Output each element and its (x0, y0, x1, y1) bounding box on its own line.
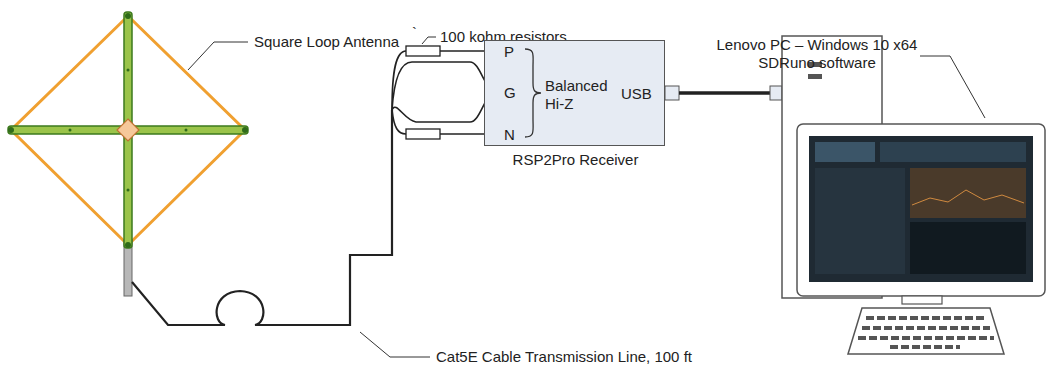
receiver-box: PGNBalanced Hi-ZUSBRSP2Pro Receiver (484, 40, 665, 146)
antenna-hub (117, 119, 139, 141)
leader-line (422, 37, 436, 44)
drive-slot (808, 74, 822, 79)
callout-label: ` (412, 24, 417, 42)
pin-label: Balanced Hi-Z (545, 77, 611, 113)
callout-label: Lenovo PC – Windows 10 x64 SDRuno softwa… (714, 36, 920, 72)
spreader-dots (8, 13, 248, 248)
resistor-symbol (406, 129, 440, 139)
spectrum-trace (912, 190, 1024, 205)
screen-panel (880, 142, 1026, 162)
cable-pairs (392, 51, 494, 134)
cat5e-cable (132, 110, 392, 325)
leader-line (920, 56, 985, 118)
leader-line (188, 42, 248, 70)
screen (809, 136, 1033, 282)
pin-label: N (504, 126, 515, 144)
leader-line (360, 332, 430, 357)
pin-label: G (504, 84, 516, 102)
screen-panel (815, 168, 905, 274)
screen-panel (910, 222, 1026, 274)
keyboard (848, 308, 1004, 354)
usb-connector (665, 86, 679, 100)
monitor-stand (902, 296, 942, 304)
brace-symbol (519, 43, 549, 143)
callout-label: Square Loop Antenna (254, 33, 399, 51)
usb-cable (679, 91, 770, 95)
screen-panel (910, 168, 1026, 218)
screen-panel (815, 142, 875, 162)
pin-label: P (504, 43, 514, 61)
monitor (797, 124, 1045, 296)
device-name: RSP2Pro Receiver (485, 151, 666, 169)
resistor-symbol (406, 46, 440, 56)
keyboard-keys (858, 318, 994, 347)
pin-label: USB (621, 85, 652, 103)
usb-connector (770, 86, 782, 100)
callout-label: Cat5E Cable Transmission Line, 100 ft (436, 348, 692, 366)
